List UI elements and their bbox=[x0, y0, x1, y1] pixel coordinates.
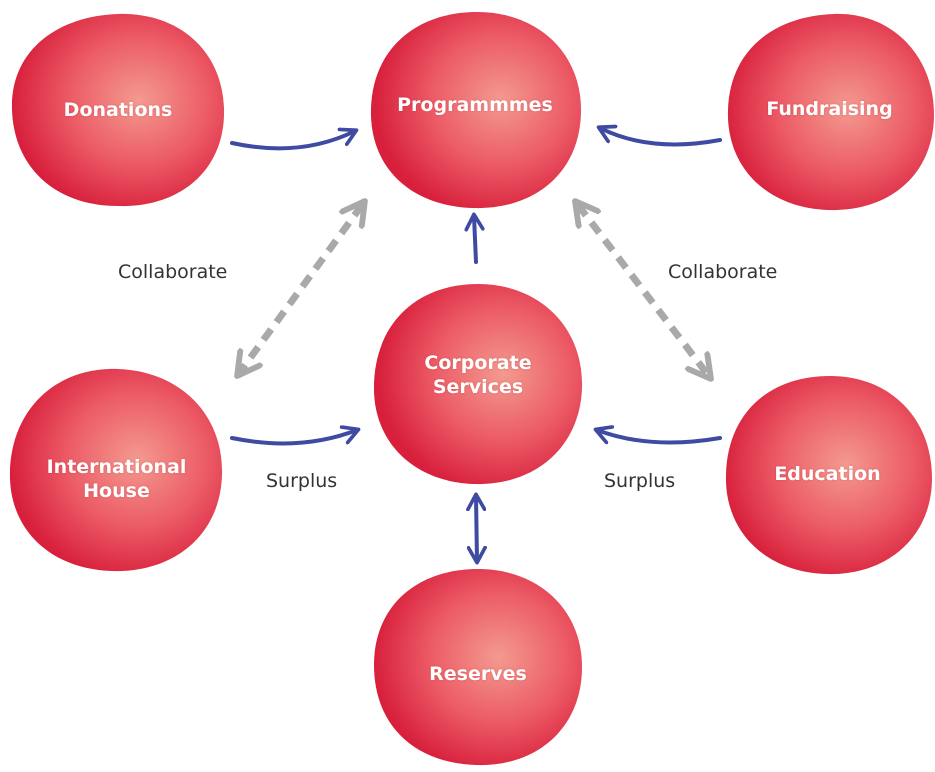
node-label: Programmmes bbox=[397, 93, 553, 116]
arrow-fundraising-to-programmes bbox=[600, 128, 722, 147]
node-corporate-services: Corporate Services bbox=[368, 280, 588, 490]
watercolor-blob bbox=[9, 368, 223, 572]
node-fundraising: Fundraising bbox=[722, 10, 935, 215]
watercolor-blob bbox=[370, 12, 581, 209]
node-label: Reserves bbox=[429, 662, 527, 685]
edge-label-collaborate-right: Collaborate bbox=[668, 261, 778, 283]
node-label: Education bbox=[774, 463, 881, 485]
watercolor-blob bbox=[374, 569, 582, 766]
watercolor-blob bbox=[727, 13, 934, 211]
edge-label-surplus-right: Surplus bbox=[604, 470, 676, 492]
watercolor-blob bbox=[373, 284, 583, 485]
watercolor-blob bbox=[725, 376, 932, 575]
edge-label-surplus-left: Surplus bbox=[266, 470, 338, 492]
arrow-education-to-corporate bbox=[597, 430, 722, 445]
collaborate-arrow-right bbox=[578, 205, 708, 375]
node-education: Education bbox=[720, 372, 935, 580]
arrow-donations-to-programmes bbox=[230, 131, 355, 151]
node-label: Fundraising bbox=[766, 97, 893, 120]
node-programmes: Programmmes bbox=[365, 8, 585, 213]
node-donations: Donations bbox=[8, 10, 228, 210]
node-international-house: International House bbox=[4, 365, 229, 577]
node-label: Corporate Services bbox=[424, 352, 532, 398]
collaborate-arrow-left bbox=[240, 205, 362, 372]
arrow-corporate-reserves-two-way bbox=[476, 496, 477, 561]
watercolor-blob bbox=[11, 13, 225, 207]
arrow-international-house-to-corporate bbox=[230, 430, 357, 446]
arrow-corporate-to-programmes bbox=[474, 216, 476, 264]
node-label: International House bbox=[46, 456, 187, 502]
edge-label-collaborate-left: Collaborate bbox=[118, 261, 228, 283]
node-reserves: Reserves bbox=[368, 565, 588, 770]
node-label: Donations bbox=[63, 99, 173, 121]
